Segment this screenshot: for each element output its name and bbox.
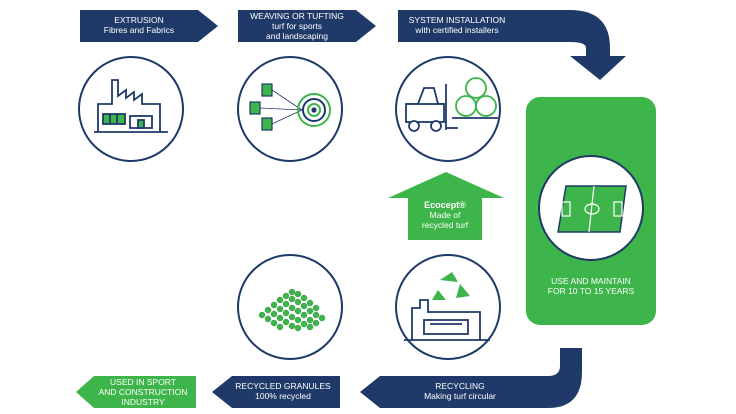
extrusion-circle [78, 56, 184, 162]
ecocept-title: Ecocept® [424, 200, 466, 210]
used-label: USED IN SPORT AND CONSTRUCTION INDUSTRY [90, 377, 196, 407]
football-pitch-icon [557, 185, 627, 233]
weaving-arrow [238, 10, 376, 42]
installation-title: SYSTEM INSTALLATION [408, 15, 506, 25]
installation-subtitle: with certified installers [415, 25, 499, 35]
recycling-title: RECYCLING [435, 381, 485, 391]
weaving-line3: and landscaping [266, 31, 328, 41]
forklift-icon [405, 77, 498, 132]
recycling-curved-arrow [360, 348, 582, 408]
maintain-label: USE AND MAINTAIN FOR 10 TO 15 YEARS [526, 276, 656, 296]
weaving-title: WEAVING OR TUFTING [250, 11, 344, 21]
installation-curved-arrow [398, 10, 626, 80]
ecocept-line3: recycled turf [421, 220, 469, 230]
installation-circle [395, 56, 501, 162]
weaving-circle [237, 56, 343, 162]
used-line2: AND CONSTRUCTION [98, 387, 188, 397]
yarn-spools-icon [249, 83, 331, 131]
recycling-plant-icon [404, 272, 490, 341]
granules-icon [258, 288, 326, 332]
recycling-circle [395, 254, 501, 360]
ecocept-arrow [388, 172, 504, 240]
granules-title: RECYCLED GRANULES [235, 381, 331, 391]
weaving-label: WEAVING OR TUFTING turf for sports and l… [238, 11, 356, 41]
weaving-line2: turf for sports [271, 21, 323, 31]
extrusion-title: EXTRUSION [114, 15, 164, 25]
extrusion-label: EXTRUSION Fibres and Fabrics [80, 15, 198, 35]
extrusion-subtitle: Fibres and Fabrics [103, 25, 175, 35]
ecocept-line2: Made of [429, 210, 461, 220]
used-arrow [76, 376, 196, 408]
extrusion-arrow [80, 10, 218, 42]
granules-label: RECYCLED GRANULES 100% recycled [226, 381, 340, 401]
used-line3: INDUSTRY [121, 397, 165, 407]
recycling-subtitle: Making turf circular [424, 391, 496, 401]
factory-icon [94, 79, 168, 133]
installation-label: SYSTEM INSTALLATION with certified insta… [398, 15, 516, 35]
granules-subtitle: 100% recycled [255, 391, 311, 401]
used-line1: USED IN SPORT [110, 377, 176, 387]
maintain-line1: USE AND MAINTAIN [551, 276, 631, 286]
recycling-label: RECYCLING Making turf circular [372, 381, 548, 401]
granules-arrow [212, 376, 340, 408]
maintain-line2: FOR 10 TO 15 YEARS [547, 286, 635, 296]
ecocept-label: Ecocept® Made of recycled turf [408, 200, 482, 230]
